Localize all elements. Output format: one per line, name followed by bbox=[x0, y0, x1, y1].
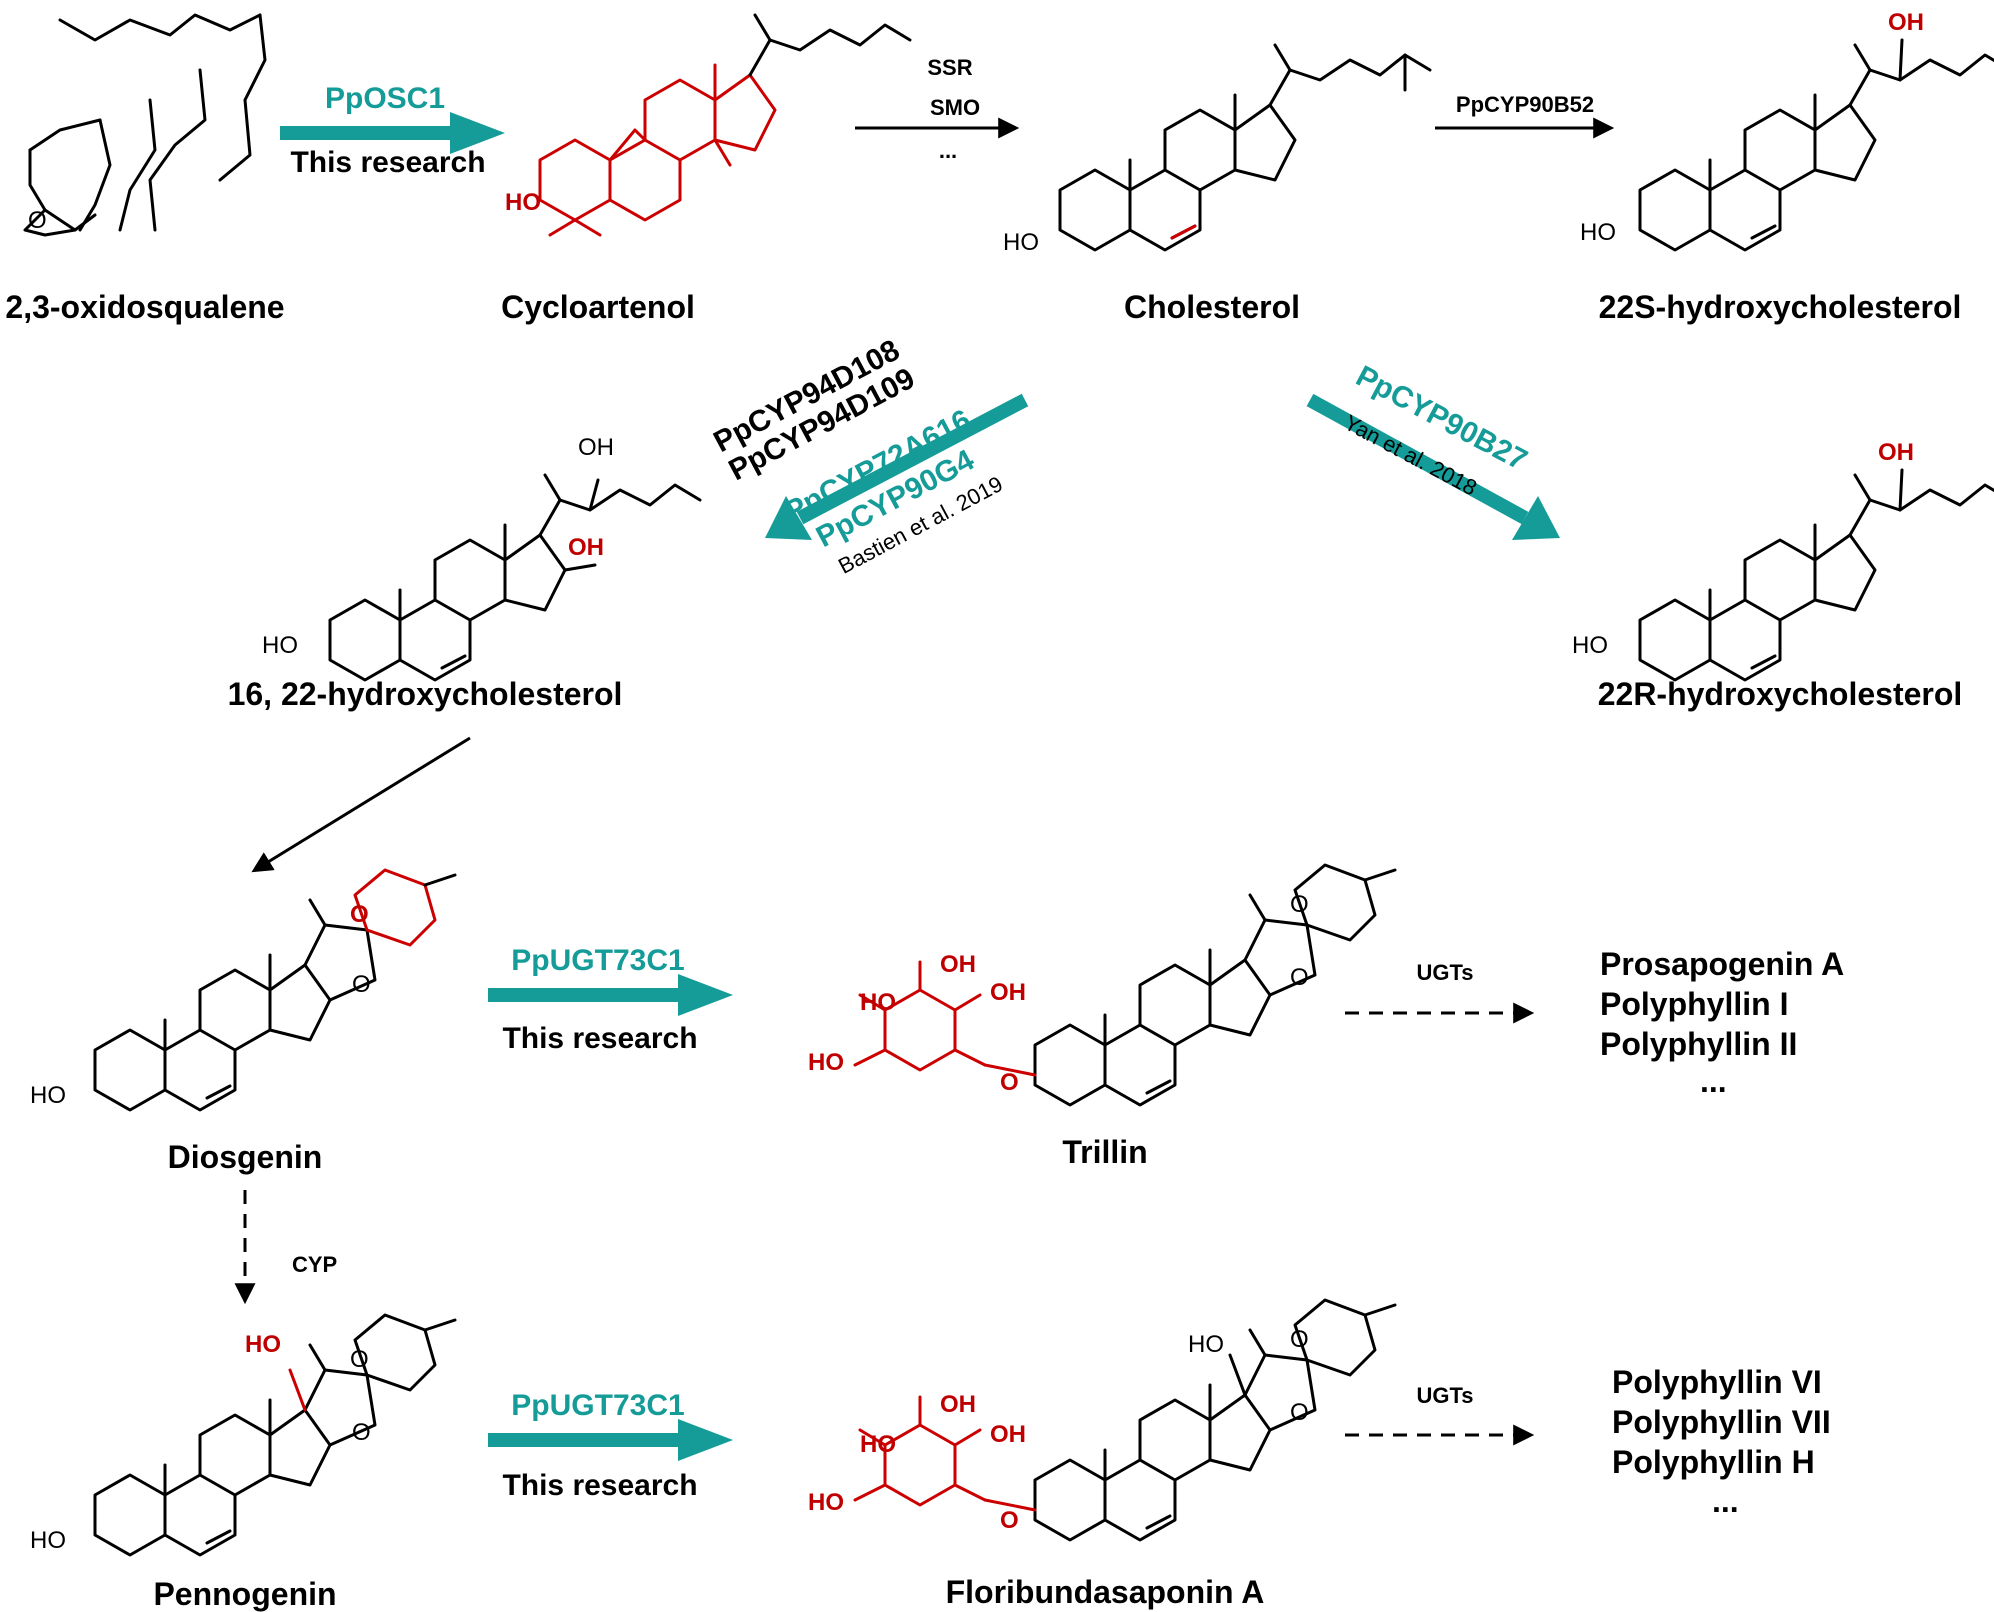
structure-22s bbox=[1638, 38, 1994, 252]
label-diosgenin: Diosgenin bbox=[168, 1139, 323, 1175]
atom-o-pennogenin-ring: O bbox=[350, 1346, 369, 1373]
enzyme-ugt-row4: PpUGT73C1 bbox=[511, 1389, 684, 1422]
structure-floribundasaponin bbox=[1033, 1298, 1397, 1542]
atom-o-trillin-ring: O bbox=[1290, 891, 1309, 918]
structure-cholesterol bbox=[1058, 43, 1432, 252]
structure-trillin bbox=[1033, 863, 1397, 1107]
atom-oh-22r: OH bbox=[1878, 439, 1914, 466]
structure-oxidosqualene bbox=[23, 13, 267, 237]
arrow-ugt-row4 bbox=[488, 1419, 733, 1461]
product-trillin-1: Polyphyllin I bbox=[1600, 986, 1788, 1022]
label-16-22: 16, 22-hydroxycholesterol bbox=[228, 676, 623, 712]
product-trillin-3: ... bbox=[1700, 1063, 1727, 1099]
atom-ho-22s: HO bbox=[1580, 219, 1616, 246]
atom-o-flori-furan: O bbox=[1290, 1399, 1309, 1426]
atom-o-flori-ring: O bbox=[1290, 1326, 1309, 1353]
product-flori-3: ... bbox=[1712, 1483, 1739, 1519]
enzyme-block-left: PpCYP94D108 PpCYP94D109 PpCYP72A616 PpCY… bbox=[708, 334, 1006, 579]
label-22s: 22S-hydroxycholesterol bbox=[1599, 289, 1962, 325]
label-trillin: Trillin bbox=[1062, 1134, 1147, 1170]
label-cholesterol: Cholesterol bbox=[1124, 289, 1300, 325]
arrow-to-16-22 bbox=[765, 393, 1029, 540]
atom-ho-cholesterol: HO bbox=[1003, 229, 1039, 256]
product-flori-1: Polyphyllin VII bbox=[1612, 1404, 1831, 1440]
atom-ho-cycloartenol: HO bbox=[505, 189, 541, 216]
label-this-research-1: This research bbox=[290, 146, 485, 179]
atom-ho-pennogenin: HO bbox=[30, 1527, 66, 1554]
atom-oh-22s: OH bbox=[1888, 9, 1924, 36]
label-this-research-3: This research bbox=[502, 1469, 697, 1502]
atom-ho-trillin-2: HO bbox=[860, 989, 896, 1016]
atom-o-epoxide: O bbox=[28, 207, 47, 234]
label-22r: 22R-hydroxycholesterol bbox=[1598, 676, 1963, 712]
atom-oh-trillin-1: OH bbox=[940, 951, 976, 978]
enzyme-ugts-row4: UGTs bbox=[1416, 1383, 1473, 1408]
arrow-to-diosgenin bbox=[251, 736, 471, 873]
label-cycloartenol: Cycloartenol bbox=[501, 289, 695, 325]
atom-o-diosgenin-furan: O bbox=[352, 971, 371, 998]
enzyme-ugts-row3: UGTs bbox=[1416, 960, 1473, 985]
label-oxidosqualene: 2,3-oxidosqualene bbox=[5, 289, 284, 325]
bond-glycosidic-flori bbox=[983, 1498, 1037, 1512]
enzyme-block-right: PpCYP90B27 Yan et al. 2018 bbox=[1340, 360, 1532, 501]
atom-oh-16-22-top: OH bbox=[578, 434, 614, 461]
structure-22r bbox=[1638, 468, 1994, 682]
atom-o-flori: O bbox=[1000, 1507, 1019, 1534]
atom-oh-16: OH bbox=[568, 534, 604, 561]
atom-ho-diosgenin: HO bbox=[30, 1082, 66, 1109]
atom-ho-flori-17: HO bbox=[1188, 1331, 1224, 1358]
label-pennogenin: Pennogenin bbox=[153, 1576, 336, 1612]
product-trillin-2: Polyphyllin II bbox=[1600, 1026, 1797, 1062]
atom-o-pennogenin-furan: O bbox=[352, 1419, 371, 1446]
atom-ho-trillin-4: HO bbox=[808, 1049, 844, 1076]
arrow-ugt-row3 bbox=[488, 974, 733, 1016]
atom-ho-16-22: HO bbox=[262, 632, 298, 659]
product-trillin-0: Prosapogenin A bbox=[1600, 946, 1844, 982]
arrow-to-22r bbox=[1306, 393, 1560, 540]
atom-ho-flori-4: HO bbox=[808, 1489, 844, 1516]
product-flori-0: Polyphyllin VI bbox=[1612, 1364, 1822, 1400]
atom-oh-trillin-3: OH bbox=[990, 979, 1026, 1006]
atom-oh-flori-1: OH bbox=[940, 1391, 976, 1418]
atom-ho-flori-2: HO bbox=[860, 1431, 896, 1458]
atom-ho-22r: HO bbox=[1572, 632, 1608, 659]
enzyme-smo: SMO bbox=[930, 95, 980, 120]
enzyme-pposc1: PpOSC1 bbox=[325, 82, 445, 115]
structure-trillin-sugar bbox=[853, 960, 987, 1072]
enzyme-ugt-row3: PpUGT73C1 bbox=[511, 944, 684, 977]
atom-ho-pennogenin-17: HO bbox=[245, 1331, 281, 1358]
enzyme-cyp90b52: PpCYP90B52 bbox=[1456, 92, 1594, 117]
structure-16-22 bbox=[328, 473, 702, 682]
atom-o-diosgenin-ring: O bbox=[350, 901, 369, 928]
enzyme-ssr: SSR bbox=[927, 55, 972, 80]
structure-diosgenin bbox=[93, 868, 457, 1112]
enzyme-cyp: CYP bbox=[292, 1252, 337, 1277]
atom-o-trillin-furan: O bbox=[1290, 964, 1309, 991]
structure-cycloartenol bbox=[538, 13, 912, 237]
structure-pennogenin bbox=[93, 1313, 457, 1557]
label-floribundasaponin: Floribundasaponin A bbox=[946, 1574, 1265, 1610]
label-this-research-2: This research bbox=[502, 1022, 697, 1055]
product-flori-2: Polyphyllin H bbox=[1612, 1444, 1815, 1480]
atom-oh-flori-3: OH bbox=[990, 1421, 1026, 1448]
atom-o-trillin: O bbox=[1000, 1069, 1019, 1096]
arrow-pposc1 bbox=[280, 112, 505, 154]
enzyme-dots: ... bbox=[939, 138, 957, 163]
bond-glycosidic-trillin bbox=[983, 1063, 1037, 1077]
